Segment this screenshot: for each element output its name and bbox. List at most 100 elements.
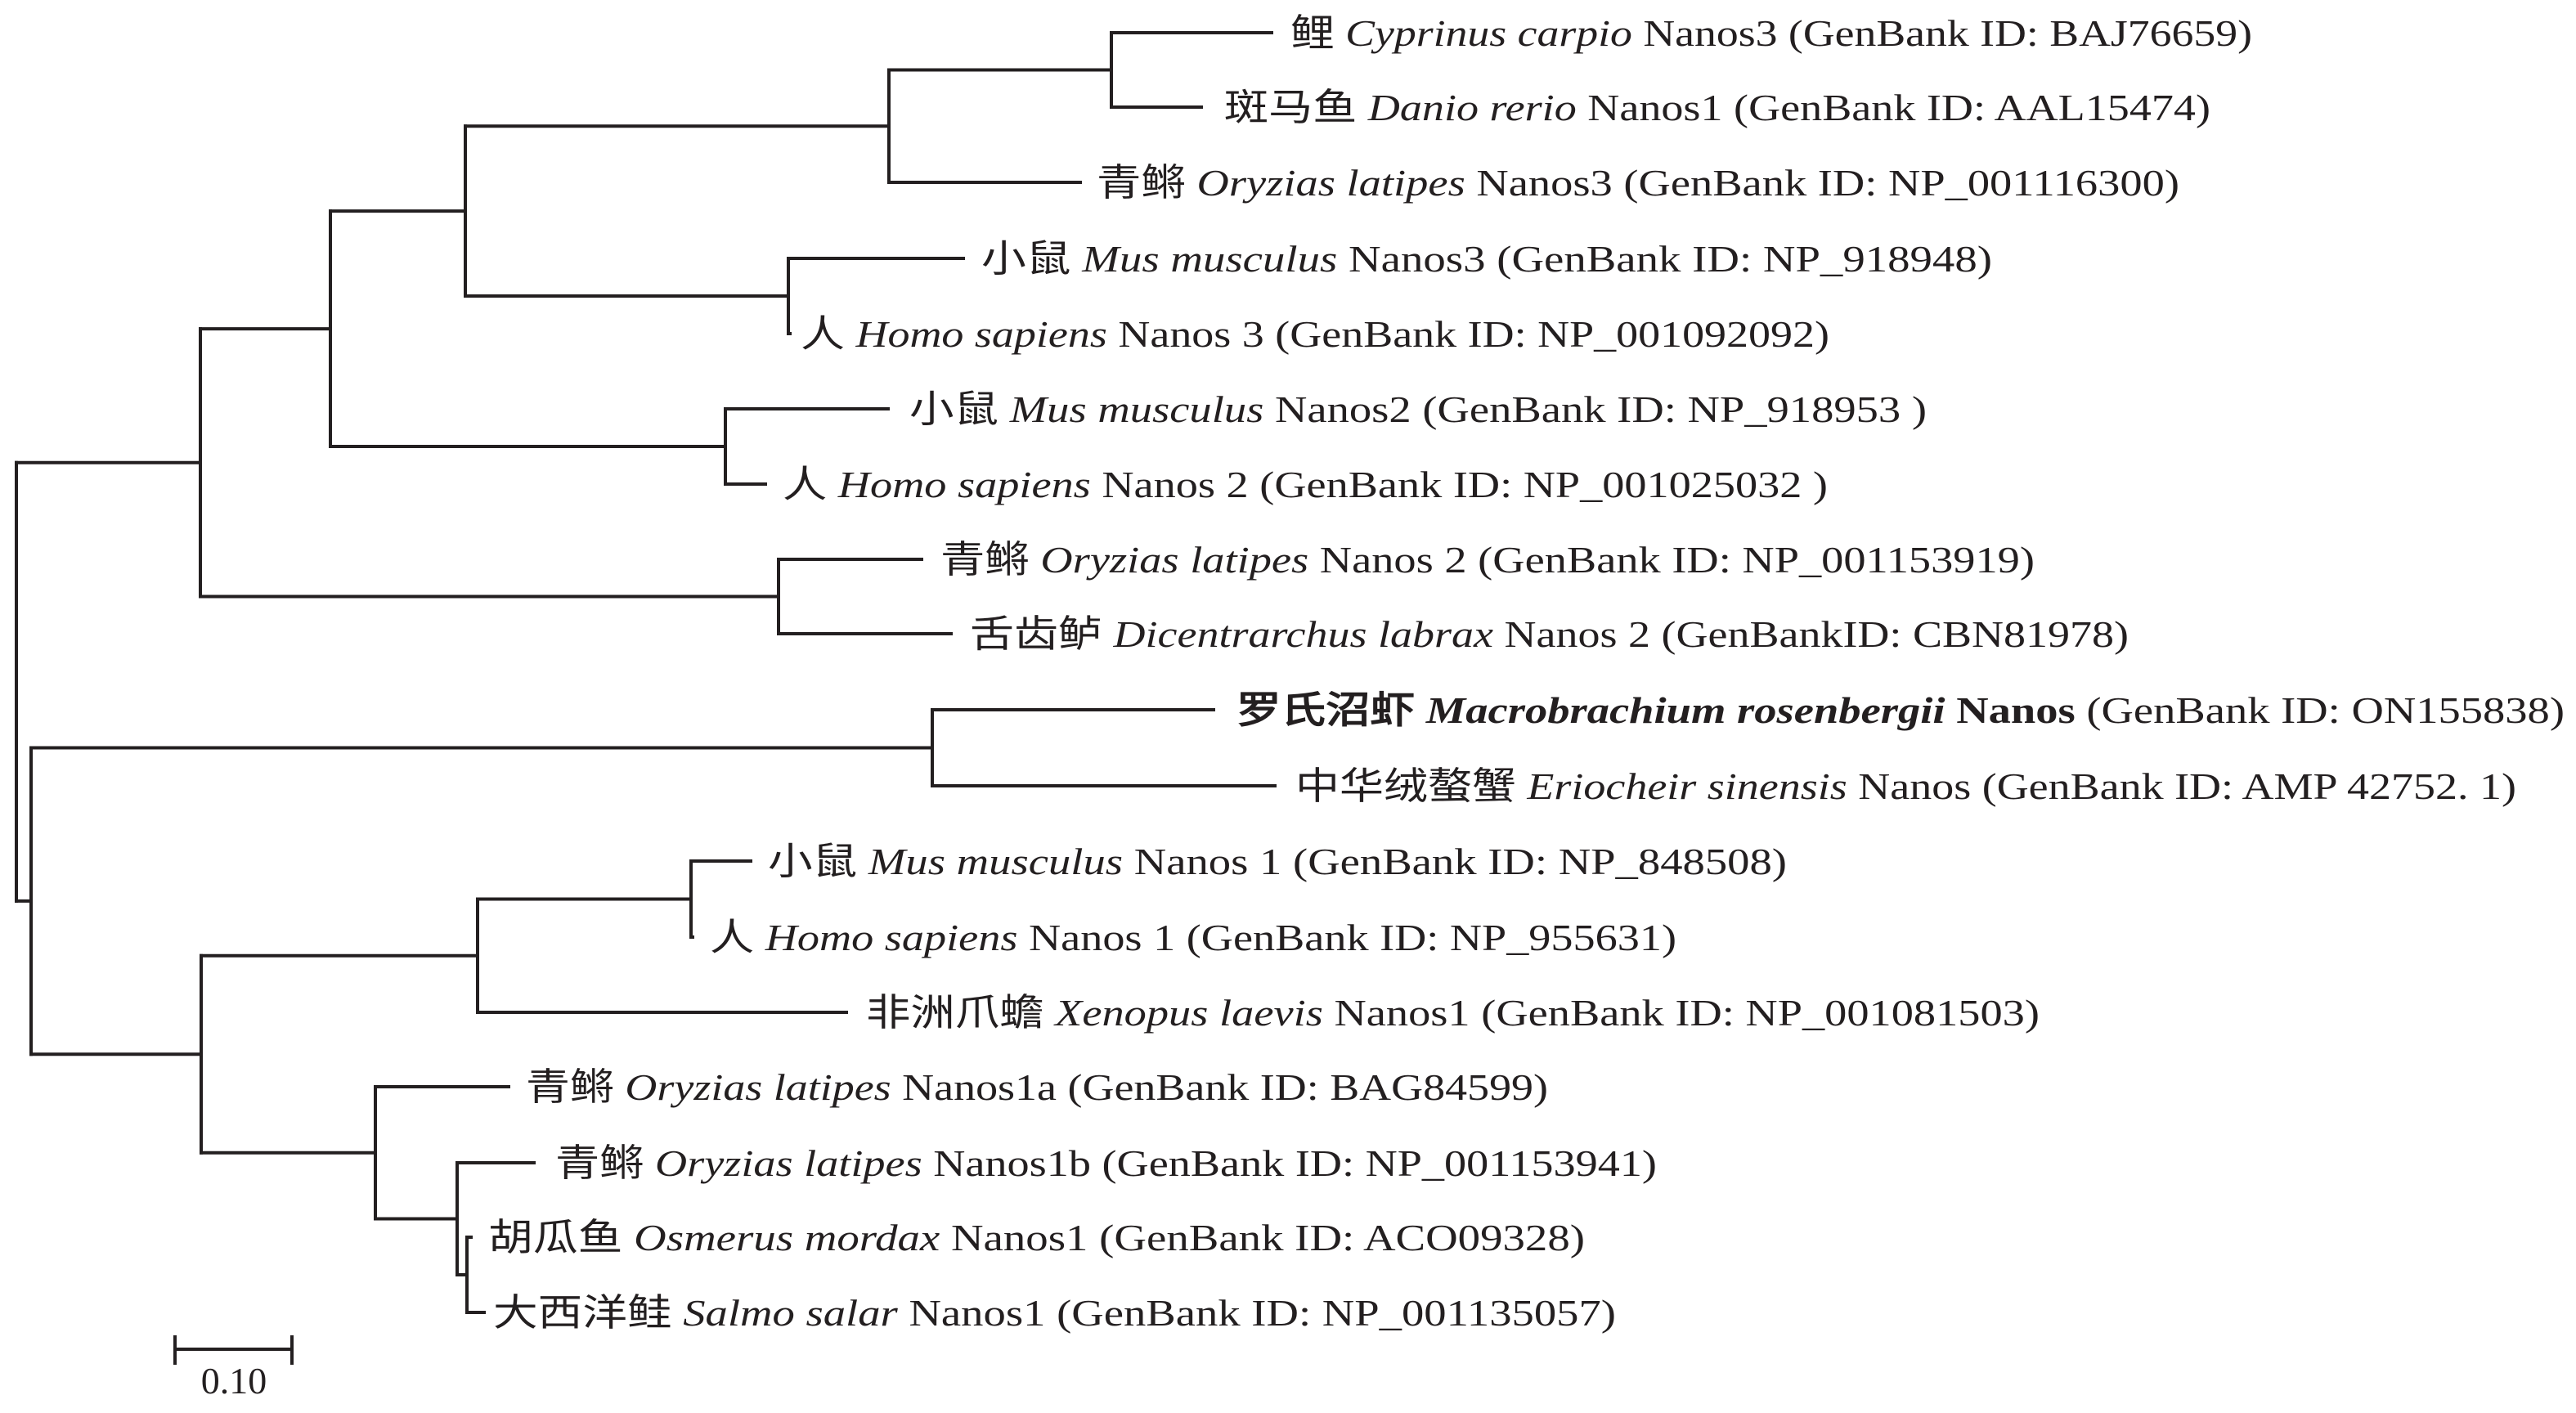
genbank-id: (GenBank ID: NP_955631): [1187, 917, 1676, 958]
spacer: [1411, 388, 1423, 430]
spacer: [827, 464, 838, 505]
spacer: [898, 1292, 909, 1334]
leaf-label: 舌齿鲈 Dicentrarchus labrax Nanos 2 (GenBan…: [970, 613, 2129, 655]
spacer: [1308, 539, 1320, 581]
species-name: Osmerus mordax: [634, 1217, 940, 1258]
gene-name: Nanos 2: [1102, 464, 1248, 505]
genbank-id: (GenBank ID: AAL15474): [1734, 87, 2210, 128]
gene-name: Nanos3: [1476, 162, 1612, 204]
gene-name: Nanos2: [1275, 388, 1411, 430]
leaf-label: 非洲爪蟾 Xenopus laevis Nanos1 (GenBank ID: …: [866, 992, 2040, 1034]
leaf-label: 人 Homo sapiens Nanos 2 (GenBank ID: NP_0…: [783, 464, 1828, 505]
spacer: [1486, 238, 1497, 280]
spacer: [2076, 689, 2087, 731]
common-name: 小鼠: [909, 388, 999, 430]
spacer: [1123, 841, 1134, 882]
spacer: [1091, 1142, 1102, 1184]
species-name: Oryzias latipes: [1040, 539, 1308, 581]
species-name: Homo sapiens: [837, 464, 1091, 505]
spacer: [1723, 87, 1735, 128]
spacer: [1516, 765, 1527, 807]
species-name: Eriocheir sinensis: [1526, 765, 1847, 807]
spacer: [1613, 162, 1624, 204]
spacer: [1281, 841, 1293, 882]
gene-name: Nanos1: [1334, 992, 1470, 1034]
common-name: 中华绒螯蟹: [1295, 765, 1516, 807]
genbank-id: (GenBank ID: NP_001116300): [1623, 162, 2179, 204]
common-name: 胡瓜鱼: [488, 1217, 622, 1258]
spacer: [1337, 238, 1349, 280]
common-name: 青鳉: [555, 1142, 644, 1184]
spacer: [1057, 1066, 1067, 1108]
tree-branches: [15, 31, 1277, 1314]
leaf-labels: 鲤 Cyprinus carpio Nanos3 (GenBank ID: BA…: [488, 12, 2565, 1334]
species-name: Mus musculus: [1081, 238, 1337, 280]
gene-name: Nanos1: [951, 1217, 1088, 1258]
spacer: [1467, 539, 1479, 581]
spacer: [622, 1217, 634, 1258]
spacer: [999, 388, 1010, 430]
spacer: [1945, 689, 1957, 731]
species-name: Homo sapiens: [855, 313, 1107, 355]
leaf-label: 中华绒螯蟹 Eriocheir sinensis Nanos (GenBank …: [1295, 765, 2516, 807]
genbank-id: (GenBank ID: BAJ76659): [1788, 12, 2252, 54]
spacer: [1045, 1292, 1057, 1334]
spacer: [754, 917, 765, 958]
leaf-label: 青鳉 Oryzias latipes Nanos3 (GenBank ID: N…: [1097, 162, 2179, 204]
leaf-label: 人 Homo sapiens Nanos 1 (GenBank ID: NP_9…: [710, 917, 1676, 958]
spacer: [1465, 162, 1477, 204]
spacer: [644, 1142, 655, 1184]
leaf-label: 胡瓜鱼 Osmerus mordax Nanos1 (GenBank ID: A…: [488, 1217, 1585, 1258]
spacer: [1335, 12, 1345, 54]
gene-name: Nanos 2: [1505, 613, 1651, 655]
common-name: 大西洋鲑: [493, 1292, 672, 1334]
genbank-id: (GenBank ID: NP_918953 ): [1422, 388, 1927, 430]
genbank-id: (GenBank ID: NP_918948): [1497, 238, 1992, 280]
common-name: 非洲爪蟾: [866, 992, 1044, 1034]
scale-bar: 0.10: [173, 1335, 294, 1402]
species-name: Oryzias latipes: [655, 1142, 922, 1184]
leaf-label: 小鼠 Mus musculus Nanos2 (GenBank ID: NP_9…: [909, 388, 1927, 430]
spacer: [1175, 917, 1187, 958]
gene-name: Nanos 3: [1118, 313, 1263, 355]
spacer: [1323, 992, 1335, 1034]
spacer: [614, 1066, 625, 1108]
species-name: Mus musculus: [868, 841, 1123, 882]
spacer: [1415, 689, 1426, 731]
species-name: Salmo salar: [683, 1292, 899, 1334]
spacer: [1357, 87, 1368, 128]
spacer: [1493, 613, 1505, 655]
common-name: 人: [710, 917, 754, 958]
species-name: Homo sapiens: [765, 917, 1018, 958]
common-name: 人: [783, 464, 827, 505]
leaf-label: 青鳉 Oryzias latipes Nanos 2 (GenBank ID: …: [940, 539, 2035, 581]
gene-name: Nanos1b: [933, 1142, 1091, 1184]
spacer: [1017, 917, 1029, 958]
leaf-label: 斑马鱼 Danio rerio Nanos1 (GenBank ID: AAL1…: [1224, 87, 2210, 128]
gene-name: Nanos1: [909, 1292, 1045, 1334]
species-name: Dicentrarchus labrax: [1112, 613, 1493, 655]
species-name: Macrobrachium rosenbergii: [1425, 689, 1945, 731]
common-name: 鲤: [1290, 12, 1335, 54]
gene-name: Nanos1: [1587, 87, 1722, 128]
spacer: [845, 313, 855, 355]
gene-name: Nanos: [1956, 689, 2075, 731]
gene-name: Nanos1a: [902, 1066, 1057, 1108]
spacer: [1577, 87, 1588, 128]
spacer: [1650, 613, 1662, 655]
species-name: Danio rerio: [1367, 87, 1577, 128]
spacer: [1091, 464, 1102, 505]
spacer: [1249, 464, 1260, 505]
common-name: 斑马鱼: [1224, 87, 1357, 128]
genbank-id: (GenBank ID: NP_001153941): [1102, 1142, 1657, 1184]
spacer: [1107, 313, 1118, 355]
spacer: [1088, 1217, 1099, 1258]
leaf-label: 大西洋鲑 Salmo salar Nanos1 (GenBank ID: NP_…: [493, 1292, 1616, 1334]
spacer: [1263, 388, 1275, 430]
leaf-label: 鲤 Cyprinus carpio Nanos3 (GenBank ID: BA…: [1290, 12, 2252, 54]
leaf-label: 小鼠 Mus musculus Nanos 1 (GenBank ID: NP_…: [768, 841, 1787, 882]
genbank-id: (GenBank ID: NP_001092092): [1275, 313, 1829, 355]
common-name: 青鳉: [940, 539, 1030, 581]
genbank-id: (GenBank ID: NP_001135057): [1057, 1292, 1616, 1334]
common-name: 舌齿鲈: [970, 613, 1102, 655]
